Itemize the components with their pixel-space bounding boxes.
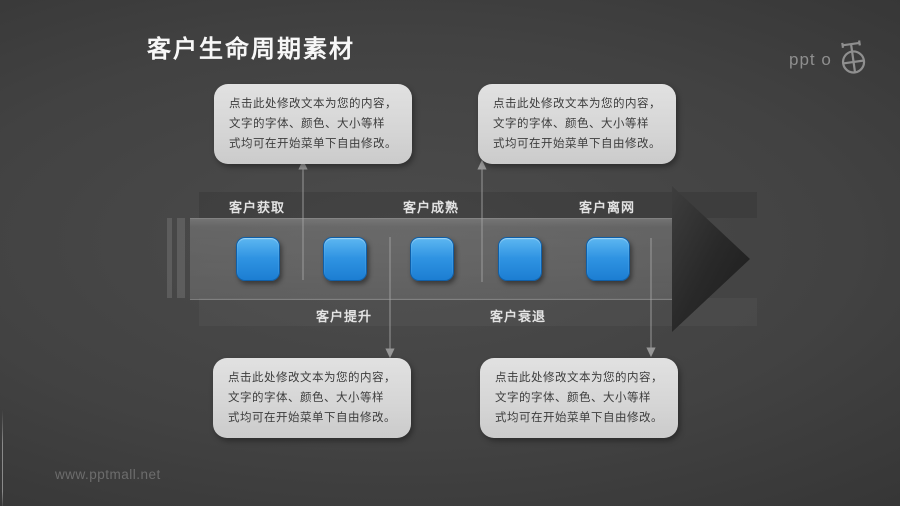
- connector-arrow-down: [385, 237, 395, 359]
- lifecycle-node: [236, 237, 280, 281]
- stage-label-acquisition: 客户获取: [228, 200, 285, 215]
- arrow-head: [672, 186, 752, 337]
- callout-top-left: 点击此处修改文本为您的内容， 文字的字体、颜色、大小等样 式均可在开始菜单下自由…: [214, 84, 412, 165]
- lifecycle-node: [586, 237, 630, 281]
- arrow-tail-stripe: [177, 218, 185, 298]
- lifecycle-node: [410, 237, 454, 281]
- stage-label-decline: 客户衰退: [489, 309, 546, 324]
- connector-arrow-up: [298, 159, 308, 280]
- connector-arrow-up: [477, 159, 487, 282]
- top-label-band: [199, 192, 757, 218]
- lifecycle-node: [323, 237, 367, 281]
- connector-arrow-down: [646, 238, 656, 358]
- page-title: 客户生命周期素材: [147, 36, 355, 63]
- stage-label-churn: 客户离网: [578, 200, 635, 215]
- left-edge-line: [2, 410, 3, 506]
- callout-bottom-right: 点击此处修改文本为您的内容， 文字的字体、颜色、大小等样 式均可在开始菜单下自由…: [480, 358, 678, 439]
- callout-bottom-left: 点击此处修改文本为您的内容， 文字的字体、颜色、大小等样 式均可在开始菜单下自由…: [213, 358, 411, 439]
- logo-text: ppt o: [789, 50, 832, 69]
- lifecycle-node: [498, 237, 542, 281]
- callout-top-right: 点击此处修改文本为您的内容， 文字的字体、颜色、大小等样 式均可在开始菜单下自由…: [478, 84, 676, 165]
- stage-label-maturity: 客户成熟: [402, 200, 459, 215]
- stage-label-growth: 客户提升: [315, 309, 372, 324]
- arrow-tail-stripe: [167, 218, 172, 298]
- brand-logo: ppt o: [789, 36, 872, 83]
- watermark-text: www.pptmall.net: [55, 467, 161, 482]
- pocket-watch-icon: [832, 36, 872, 83]
